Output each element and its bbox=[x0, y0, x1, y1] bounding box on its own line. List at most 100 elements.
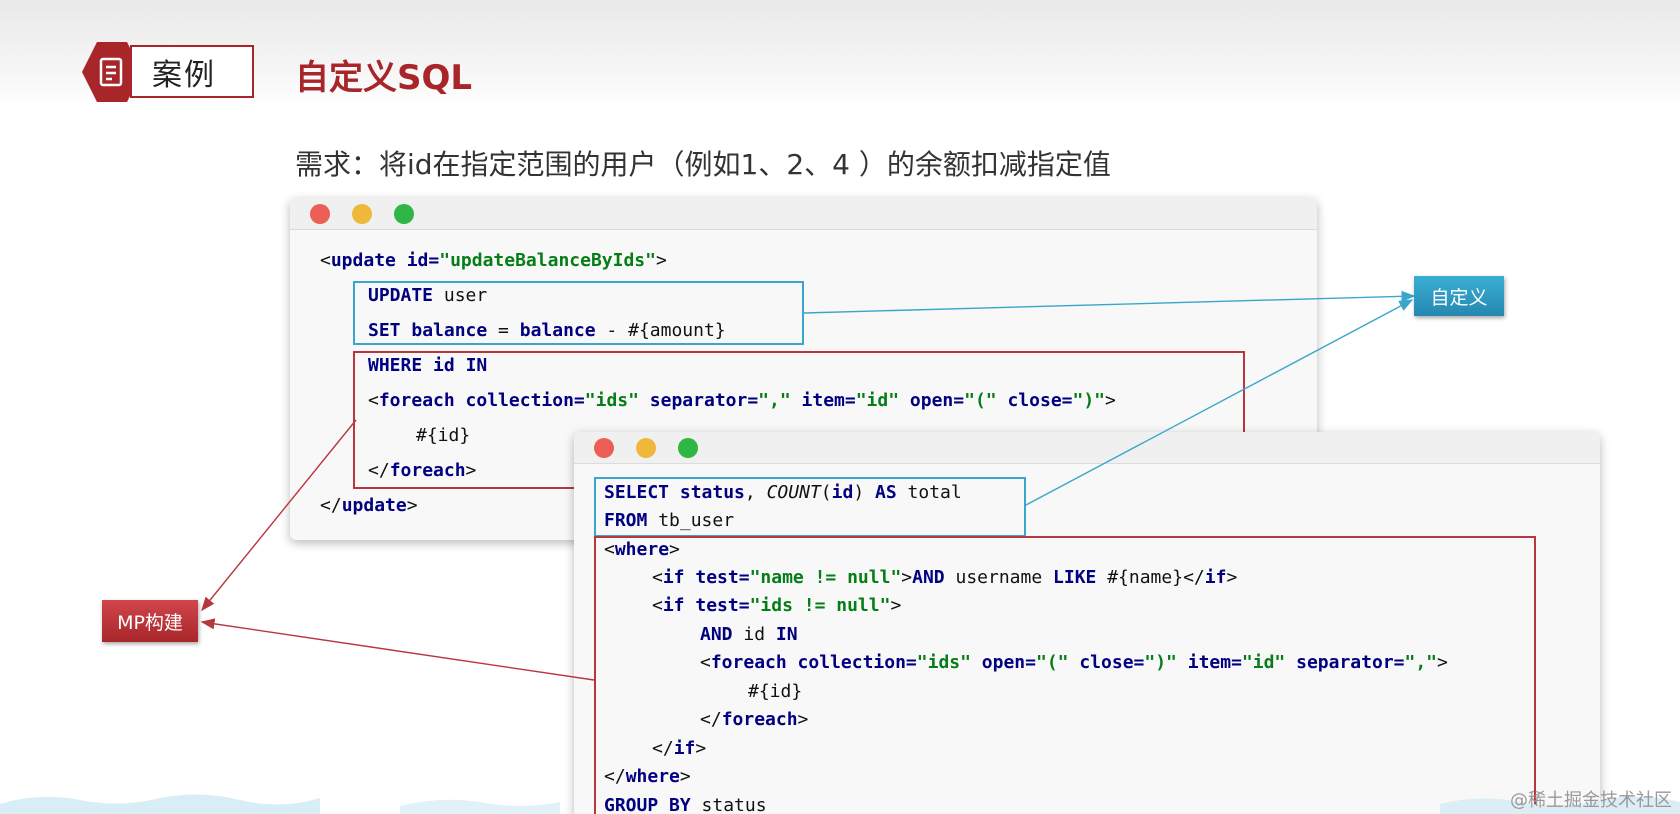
code-token: < bbox=[652, 595, 663, 616]
code-token: if bbox=[1204, 567, 1227, 588]
code-token: id bbox=[732, 624, 776, 645]
code-token: </ bbox=[604, 766, 626, 787]
code-token: collection= bbox=[465, 390, 585, 411]
code-line: </where> bbox=[604, 766, 691, 787]
code-token: test= bbox=[695, 567, 750, 588]
code-token: ( bbox=[820, 482, 832, 503]
code-token: "," bbox=[758, 390, 791, 411]
maximize-dot-icon bbox=[678, 437, 698, 458]
window-titlebar bbox=[574, 432, 1600, 464]
code-token: < bbox=[604, 539, 615, 560]
code-token: id bbox=[831, 482, 854, 503]
code-token: "ids != null" bbox=[749, 595, 891, 616]
code-line: UPDATE user bbox=[368, 285, 487, 306]
code-token: user bbox=[433, 285, 488, 306]
code-block-update: <update id="updateBalanceByIds"> UPDATE u… bbox=[320, 198, 1310, 540]
code-token: item= bbox=[801, 390, 856, 411]
code-token: IN bbox=[465, 355, 488, 376]
code-token: < bbox=[652, 567, 663, 588]
code-token: #{id} bbox=[416, 425, 471, 446]
code-line: </if> bbox=[652, 738, 706, 759]
code-line: </update> bbox=[320, 495, 418, 516]
arrow-mp-update bbox=[201, 419, 357, 612]
custom-sql-highlight bbox=[353, 281, 804, 345]
code-line: AND id IN bbox=[700, 624, 798, 645]
code-token: total bbox=[896, 482, 962, 503]
code-line: </foreach> bbox=[700, 709, 808, 730]
code-token: "ids" bbox=[916, 652, 971, 673]
code-line: WHERE id IN bbox=[368, 355, 487, 376]
code-line: </foreach> bbox=[368, 460, 476, 481]
code-token: > bbox=[901, 567, 913, 588]
code-token: update bbox=[341, 495, 407, 516]
code-token: > bbox=[406, 495, 418, 516]
section-badge: 案例 bbox=[82, 42, 254, 102]
code-token: > bbox=[655, 250, 667, 271]
code-token: foreach bbox=[721, 709, 798, 730]
requirement-text: 需求：将id在指定范围的用户（例如1、2、4 ）的余额扣减指定值 bbox=[295, 148, 1111, 181]
code-token: "id" bbox=[855, 390, 900, 411]
code-token: LIKE bbox=[1053, 567, 1097, 588]
code-line: <if test="name != null">AND username LIK… bbox=[652, 567, 1237, 588]
window-titlebar bbox=[290, 198, 1317, 230]
code-token: #{name}</ bbox=[1096, 567, 1205, 588]
code-line: <foreach collection="ids" separator="," … bbox=[368, 390, 1116, 411]
code-token: UPDATE bbox=[368, 285, 434, 306]
code-token: > bbox=[1226, 567, 1238, 588]
code-token: AND bbox=[700, 624, 733, 645]
code-token: > bbox=[465, 460, 477, 481]
code-token: close= bbox=[1079, 652, 1145, 673]
code-token: "(" bbox=[1035, 652, 1069, 673]
code-token: </ bbox=[652, 738, 674, 759]
code-token: collection= bbox=[797, 652, 917, 673]
code-token: "," bbox=[1404, 652, 1438, 673]
code-token: IN bbox=[775, 624, 798, 645]
code-token: > bbox=[797, 709, 809, 730]
code-token: open= bbox=[909, 390, 965, 411]
code-token: update bbox=[330, 250, 396, 271]
code-token: AS bbox=[875, 482, 897, 503]
code-token: status bbox=[679, 482, 745, 503]
code-token: > bbox=[1437, 652, 1448, 673]
code-line: <where> bbox=[604, 539, 680, 560]
code-token: </ bbox=[700, 709, 722, 730]
code-token: AND bbox=[912, 567, 945, 588]
arrow-custom-select bbox=[1025, 299, 1414, 506]
code-line: #{id} bbox=[416, 425, 470, 446]
code-token: < bbox=[368, 390, 379, 411]
custom-label-tag: 自定义 bbox=[1414, 276, 1504, 316]
code-line: FROM tb_user bbox=[604, 510, 734, 531]
code-token: balance bbox=[519, 320, 596, 341]
code-token: "ids" bbox=[584, 390, 639, 411]
code-token: GROUP BY bbox=[604, 795, 691, 814]
arrow-mp-select bbox=[200, 618, 595, 681]
page-title: 自定义SQL bbox=[295, 58, 473, 98]
code-token: < bbox=[700, 652, 711, 673]
code-token: "updateBalanceByIds" bbox=[439, 250, 656, 271]
code-line: <update id="updateBalanceByIds"> bbox=[320, 250, 667, 271]
watermark: @稀土掘金技术社区 bbox=[1510, 790, 1672, 811]
code-token: > bbox=[890, 595, 902, 616]
maximize-dot-icon bbox=[394, 203, 414, 224]
code-token: close= bbox=[1007, 390, 1073, 411]
code-token: foreach bbox=[710, 652, 787, 673]
minimize-dot-icon bbox=[352, 203, 372, 224]
code-token: where bbox=[625, 766, 680, 787]
code-token: > bbox=[695, 738, 707, 759]
code-line: <if test="ids != null"> bbox=[652, 595, 901, 616]
mp-where-highlight bbox=[594, 536, 1536, 814]
badge-label: 案例 bbox=[130, 45, 254, 98]
code-token: if bbox=[662, 567, 685, 588]
code-token: separator= bbox=[649, 390, 759, 411]
code-line: SELECT status, COUNT(id) AS total bbox=[604, 482, 962, 503]
code-token: </ bbox=[368, 460, 390, 481]
code-token: id bbox=[433, 355, 455, 376]
code-token: where bbox=[614, 539, 670, 560]
code-token: , bbox=[744, 482, 767, 503]
code-token: status bbox=[690, 795, 767, 814]
code-token: if bbox=[673, 738, 696, 759]
code-token: </ bbox=[320, 495, 342, 516]
code-line: SET balance = balance - #{amount} bbox=[368, 320, 726, 341]
